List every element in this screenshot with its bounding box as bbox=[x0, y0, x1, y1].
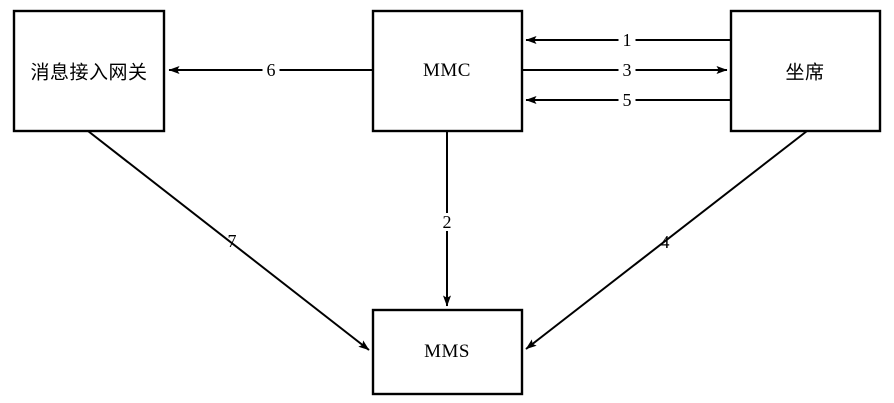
node-box-gateway[interactable] bbox=[12, 9, 166, 133]
node-box-mmc[interactable] bbox=[371, 9, 524, 133]
node-box-mms[interactable] bbox=[371, 308, 524, 396]
edge-line-7 bbox=[87, 130, 370, 351]
edge-line-4 bbox=[525, 130, 808, 350]
node-box-agent[interactable] bbox=[729, 9, 882, 133]
